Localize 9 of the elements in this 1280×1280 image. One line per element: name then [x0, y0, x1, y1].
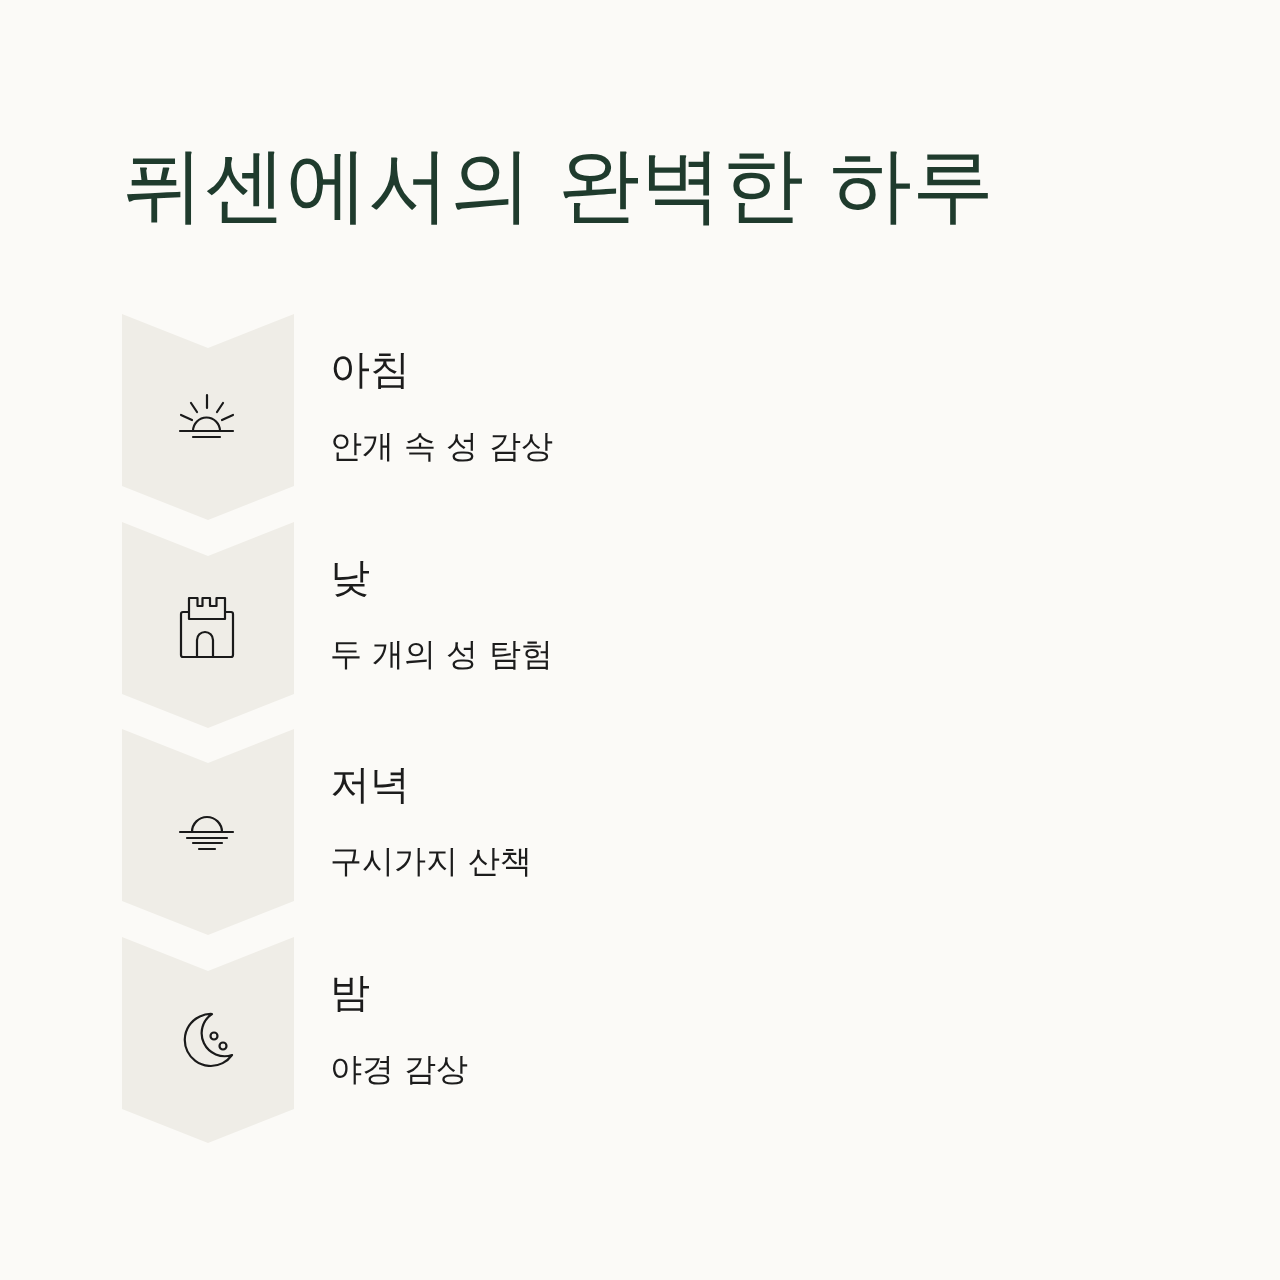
- step-description: 안개 속 성 감상: [330, 426, 553, 466]
- step-heading: 낮: [330, 553, 370, 601]
- step-description: 야경 감상: [330, 1049, 469, 1089]
- step-description: 구시가지 산책: [330, 841, 533, 881]
- title: 퓌센에서의 완벽한 하루: [122, 136, 995, 234]
- step-heading: 밤: [330, 968, 370, 1016]
- step-description: 두 개의 성 탐험: [330, 634, 553, 674]
- step-heading: 아침: [330, 345, 410, 393]
- step-heading: 저녁: [330, 760, 410, 808]
